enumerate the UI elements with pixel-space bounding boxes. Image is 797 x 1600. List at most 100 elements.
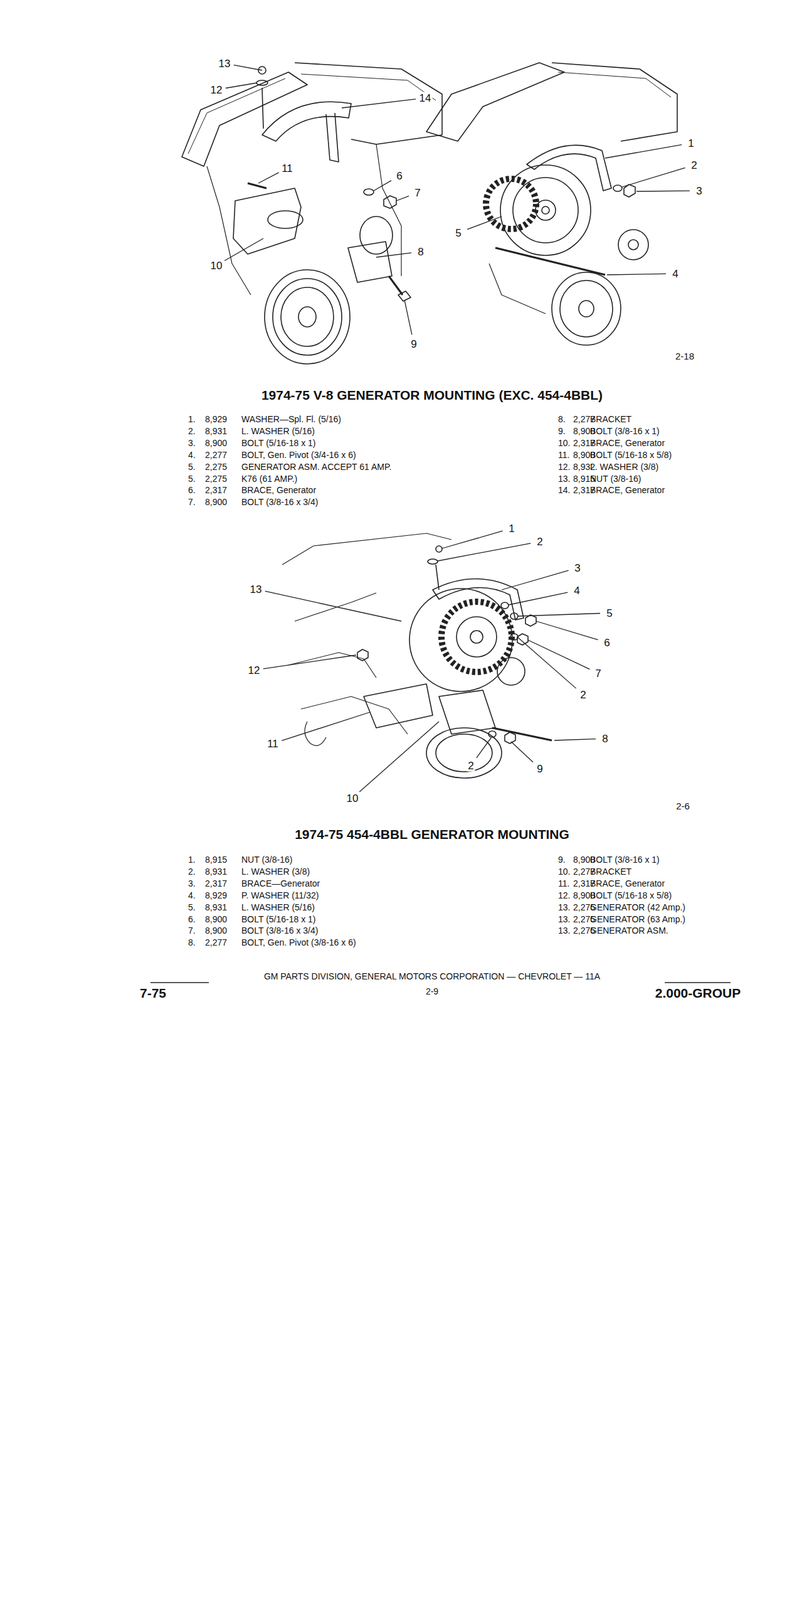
part-description: BOLT (5/16-18 x 1) [241, 914, 317, 924]
generator [409, 588, 513, 692]
part-description: WASHER—Spl. Fl. (5/16) [241, 414, 342, 424]
item-number: 13. [558, 902, 571, 912]
part-description: BRACKET [590, 866, 632, 876]
leader-line [517, 613, 601, 616]
leader-line [605, 144, 682, 159]
item-number: 13. [558, 914, 571, 924]
water-pump [618, 229, 649, 260]
leader-line [225, 82, 258, 88]
callout-number: 12 [247, 664, 262, 676]
item-number: 5. [188, 902, 196, 912]
item-number: 8. [558, 414, 566, 424]
part-group-number: 8,900 [205, 925, 227, 935]
part-description: L. WASHER (3/8) [590, 462, 659, 471]
pivot-bolt [495, 247, 606, 275]
pulley [426, 727, 502, 778]
callout-number: 3 [573, 561, 582, 574]
water-pump [359, 216, 393, 254]
part-description: NUT (3/8-16) [590, 474, 641, 483]
brace [262, 101, 352, 142]
leader-line [476, 737, 491, 758]
item-number: 9. [558, 854, 566, 864]
leader-line [396, 195, 409, 201]
part-group-number: 2,317 [205, 878, 227, 888]
part-description: BRACE, Generator [241, 485, 317, 495]
item-number: 4. [188, 890, 196, 900]
item-number: 5. [188, 474, 196, 483]
item-number: 6. [188, 485, 196, 495]
item-number: 9. [558, 426, 566, 436]
intake-manifold [551, 62, 678, 142]
leader-line [359, 721, 439, 792]
callout-number: 7 [593, 667, 602, 680]
pulley [551, 272, 621, 345]
pulley [264, 269, 350, 364]
water-pump [497, 657, 525, 685]
part-description: BRACE—Generator [241, 878, 320, 888]
part-group-number: 8,931 [205, 426, 227, 436]
item-number: 2. [188, 426, 196, 436]
callout-number: 3 [694, 184, 703, 197]
part-group-number: 2,275 [205, 474, 227, 483]
item-number: 6. [188, 914, 196, 924]
leader-line [233, 65, 263, 71]
washer [256, 80, 268, 86]
leader-line [636, 190, 690, 192]
callout-number: 8 [600, 732, 609, 745]
part-group-number: 2,277 [205, 450, 227, 460]
callout-number: 14 [418, 92, 433, 105]
part-description: GENERATOR ASM. ACCEPT 61 AMP. [241, 462, 392, 471]
item-number: 11. [558, 450, 570, 460]
part-description: L. WASHER (3/8) [241, 866, 310, 876]
callout-number: 2 [578, 688, 587, 701]
callout-number: 8 [416, 245, 425, 258]
leader-line [263, 654, 357, 669]
part-description: BOLT (5/16-18 x 5/8) [590, 450, 672, 460]
part-group-number: 2,277 [205, 937, 227, 947]
leader-line [508, 591, 568, 605]
leader-line [517, 637, 577, 688]
item-number: 10. [558, 866, 571, 876]
part-group-number: 8,900 [205, 914, 227, 924]
callout-number: 9 [409, 337, 418, 350]
figure-number: 2-6 [675, 800, 690, 811]
callout-number: 1 [507, 522, 516, 535]
callout-number: 9 [535, 762, 544, 775]
leader-line [224, 238, 264, 261]
group-number: 2.000-GROUP [655, 985, 742, 999]
part-description: BRACKET [590, 414, 632, 424]
leader-line [622, 167, 686, 187]
part-description: GENERATOR (42 Amp.) [590, 902, 686, 912]
callout-number: 6 [602, 636, 611, 649]
part-description: BRACE, Generator [590, 485, 665, 495]
pivot-bolt [492, 727, 552, 740]
leader-line [373, 180, 392, 191]
callout-number: 11 [265, 737, 280, 750]
callout-number: 2 [466, 759, 475, 772]
part-description: K76 (61 AMP.) [241, 474, 298, 483]
part-description: NUT (3/8-16) [241, 854, 293, 864]
item-number: 12. [558, 462, 571, 471]
intake-manifold [294, 62, 443, 145]
leader-line [606, 273, 666, 275]
part-description: BOLT (3/8-16 x 1) [590, 426, 660, 436]
item-number: 7. [188, 925, 196, 935]
callout-number: 7 [413, 186, 422, 199]
part-group-number: 8,915 [205, 854, 227, 864]
figure-heading: 1974-75 454-4BBL GENERATOR MOUNTING [294, 827, 570, 841]
part-group-number: 2,317 [205, 485, 227, 495]
leader-line [404, 299, 412, 335]
callout-number: 12 [209, 84, 224, 96]
item-number: 1. [188, 854, 196, 864]
callout-number: 13 [217, 57, 233, 70]
part-description: BOLT (3/8-16 x 3/4) [241, 925, 318, 935]
figure-heading: 1974-75 V-8 GENERATOR MOUNTING (EXC. 454… [261, 388, 603, 402]
part-description: BOLT (3/8-16 x 1) [590, 854, 660, 864]
part-description: L. WASHER (5/16) [241, 902, 315, 912]
item-number: 3. [188, 878, 196, 888]
leader-line [554, 738, 596, 740]
part-description: GENERATOR ASM. [590, 925, 669, 935]
item-number: 3. [188, 438, 196, 448]
callout-number: 6 [395, 169, 404, 182]
